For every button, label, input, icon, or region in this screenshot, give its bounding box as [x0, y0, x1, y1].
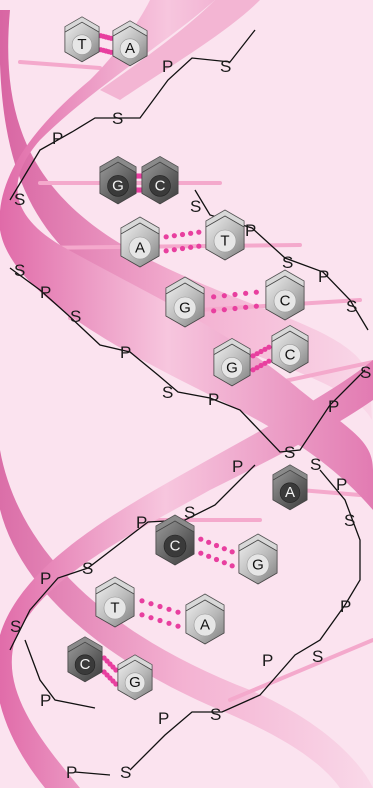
phosphate-label: P: [245, 221, 256, 240]
sugar-label: S: [162, 383, 173, 402]
base-right: T: [205, 209, 245, 261]
base-left: G: [165, 276, 205, 328]
hydrogen-bond-dots: [250, 344, 272, 373]
base-letter: A: [200, 617, 210, 634]
base-left: T: [95, 576, 135, 628]
phosphate-label: P: [232, 457, 243, 476]
base-letter: C: [80, 656, 91, 673]
base-right: G: [117, 654, 153, 701]
base-right: C: [265, 269, 305, 321]
hydrogen-bond-dots: [198, 536, 235, 569]
phosphate-label: P: [336, 475, 347, 494]
base-right: A: [112, 20, 148, 67]
phosphate-label: P: [40, 691, 51, 710]
sugar-label: S: [346, 297, 357, 316]
sugar-label: S: [184, 503, 195, 522]
sugar-label: S: [344, 511, 355, 530]
phosphate-label: P: [162, 57, 173, 76]
phosphate-label: P: [318, 267, 329, 286]
sugar-label: S: [82, 559, 93, 578]
base-left: G: [213, 337, 251, 387]
base-letter: A: [285, 484, 295, 501]
sugar-label: S: [190, 197, 201, 216]
phosphate-label: P: [262, 651, 273, 670]
sugar-label: S: [210, 705, 221, 724]
phosphate-label: P: [158, 709, 169, 728]
base-left: G: [99, 155, 137, 205]
base-letter: T: [110, 600, 119, 617]
sugar-label: S: [120, 763, 131, 782]
base-left: C: [155, 514, 195, 566]
base-letter: G: [129, 674, 141, 691]
phosphate-label: P: [40, 569, 51, 588]
base-letter: G: [112, 177, 124, 194]
hydrogen-bond-dots: [163, 229, 202, 254]
base-letter: C: [285, 346, 296, 363]
sugar-label: S: [310, 455, 321, 474]
base-letter: A: [125, 40, 135, 57]
phosphate-label: P: [208, 390, 219, 409]
sugar-label: S: [70, 307, 81, 326]
backbone-zigzag-lines: [9, 29, 369, 776]
phosphate-label: P: [66, 763, 77, 782]
sugar-label: S: [284, 443, 295, 462]
sugar-label: S: [282, 253, 293, 272]
sugar-label: S: [14, 261, 25, 280]
sugar-label: S: [14, 190, 25, 209]
base-letter: T: [77, 36, 86, 53]
base-left: A: [120, 216, 160, 268]
phosphate-label: P: [328, 397, 339, 416]
base-right: G: [238, 533, 278, 585]
base-letter: T: [220, 233, 229, 250]
base-letter: A: [135, 240, 145, 257]
base-right: A: [272, 464, 308, 511]
hydrogen-bond-dots: [139, 598, 181, 629]
base-letter: G: [226, 359, 238, 376]
base-letter: C: [280, 293, 291, 310]
base-pairs: T A G C A T G C G C C G T A C G A: [64, 16, 309, 701]
hydrogen-bond-dots: [211, 289, 259, 314]
backbone-labels: S P S P S S P S P S S P S P S P S P S P …: [10, 57, 371, 782]
base-right: C: [271, 324, 309, 374]
sugar-label: S: [10, 617, 21, 636]
sugar-label: S: [360, 363, 371, 382]
phosphate-label: S: [220, 57, 231, 76]
sugar-label: S: [312, 647, 323, 666]
phosphate-label: P: [340, 597, 351, 616]
sugar-label: S: [112, 109, 123, 128]
backbone-strand-back: [0, 10, 373, 788]
base-right: A: [185, 593, 225, 645]
base-left: C: [67, 636, 103, 683]
base-letter: C: [155, 177, 166, 194]
hydrogen-bond-dots: [101, 655, 119, 687]
base-left: T: [64, 16, 100, 63]
phosphate-label: P: [136, 513, 147, 532]
base-right: C: [141, 155, 179, 205]
base-letter: C: [170, 538, 181, 555]
base-letter: G: [252, 557, 264, 574]
hydrogen-bond-dots: [98, 33, 114, 55]
phosphate-label: P: [52, 129, 63, 148]
phosphate-label: P: [40, 283, 51, 302]
phosphate-label: P: [120, 343, 131, 362]
base-letter: G: [179, 300, 191, 317]
